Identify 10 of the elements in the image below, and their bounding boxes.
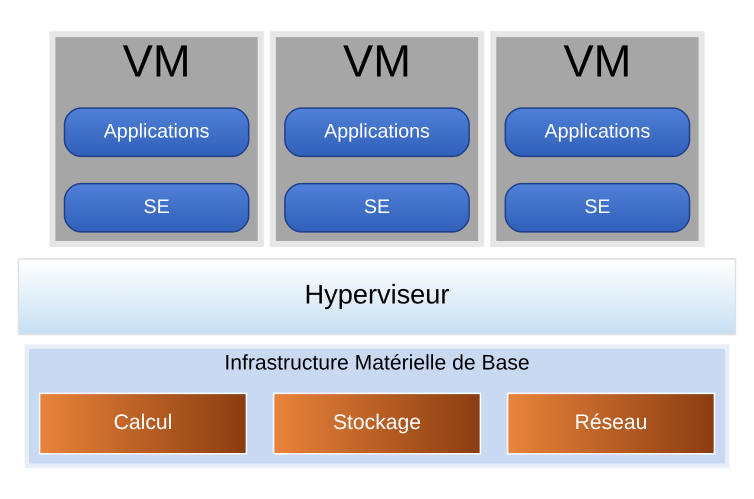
node-box: SE <box>64 182 250 232</box>
node-box: Hyperviseur <box>18 258 736 335</box>
node-box: Applications <box>284 106 470 157</box>
node-box: SE <box>504 182 690 232</box>
node-box: SE <box>284 182 470 232</box>
node-box: Calcul <box>38 392 248 454</box>
node-box: Applications <box>504 106 690 157</box>
node-box: Applications <box>64 106 250 157</box>
node-box: Réseau <box>506 392 716 454</box>
node-box: Stockage <box>272 392 482 454</box>
